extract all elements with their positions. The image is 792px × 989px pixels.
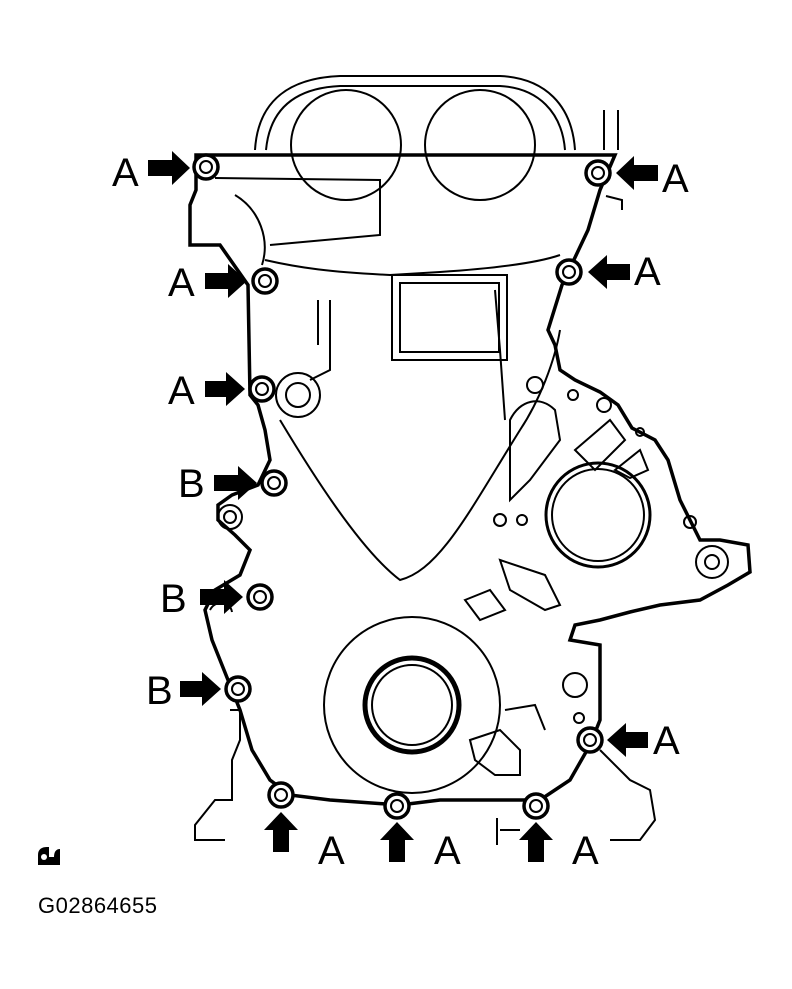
arrow-up-icon <box>380 822 414 862</box>
callout-a4: A <box>634 250 661 294</box>
arrow-right-icon <box>180 672 221 706</box>
timing-cover-body <box>188 153 752 845</box>
figure-code: G02864655 <box>38 893 158 918</box>
arrow-right-icon <box>200 580 243 614</box>
callout-b3: B <box>146 669 173 713</box>
callout-a6: A <box>653 719 680 763</box>
callout-a8: A <box>434 829 461 873</box>
callout-b2: B <box>160 577 187 621</box>
arrow-left-icon <box>616 156 658 190</box>
arrow-right-icon <box>205 264 247 298</box>
callout-labels: A A A A A B B B A A A A <box>112 151 689 873</box>
callout-a9: A <box>572 829 599 873</box>
arrow-right-icon <box>214 466 257 500</box>
callout-a1: A <box>112 151 139 195</box>
callout-a5: A <box>168 369 195 413</box>
torque-wrench-icon <box>36 843 64 869</box>
arrow-right-icon <box>205 372 245 406</box>
arrow-up-icon <box>264 812 298 852</box>
arrow-up-icon <box>519 822 553 862</box>
arrow-left-icon <box>607 723 648 757</box>
callout-a2: A <box>662 157 689 201</box>
arrow-right-icon <box>148 151 190 185</box>
callout-a3: A <box>168 261 195 305</box>
arrow-left-icon <box>588 255 630 289</box>
callout-arrows <box>148 151 658 862</box>
cam-housing-outline <box>254 75 619 201</box>
callout-a7: A <box>318 829 345 873</box>
callout-b1: B <box>178 462 205 506</box>
